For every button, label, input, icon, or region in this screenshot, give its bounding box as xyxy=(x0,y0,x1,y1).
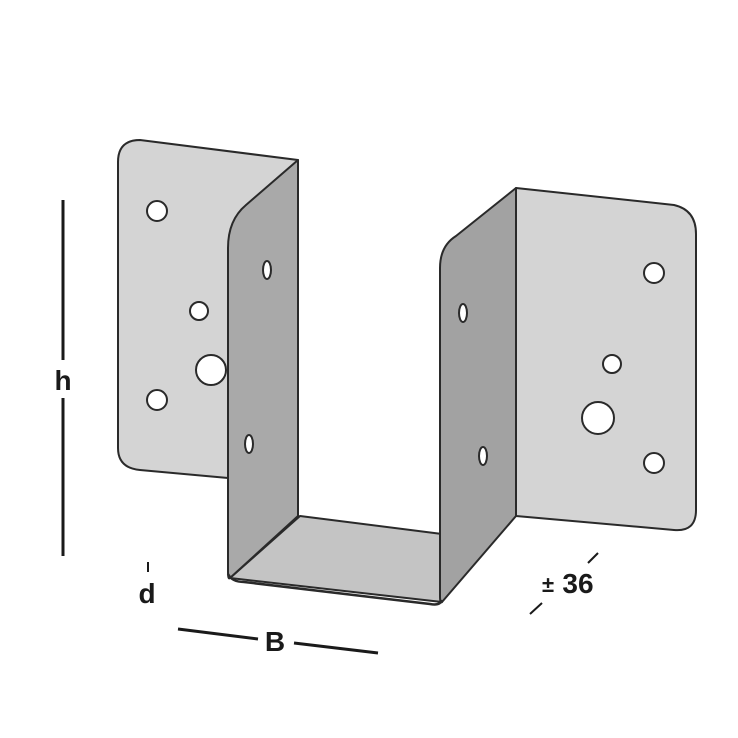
right-side-wall xyxy=(439,187,517,604)
left-flange-hole-2 xyxy=(189,301,209,321)
right-flange-hole-2 xyxy=(602,354,622,374)
width-dimension-line-left xyxy=(177,627,259,641)
right-flange-hole-1 xyxy=(643,262,665,284)
left-flange-hole-3 xyxy=(195,354,227,386)
depth-label: d xyxy=(138,578,155,609)
right-wall-slot-2 xyxy=(478,446,488,466)
tolerance-tick-bottom xyxy=(529,602,543,615)
left-flange-hole-4 xyxy=(146,389,168,411)
left-flange-hole-1 xyxy=(146,200,168,222)
right-flange-hole-4 xyxy=(643,452,665,474)
left-wall-slot-1 xyxy=(262,260,272,280)
tolerance-sign: ± xyxy=(542,572,554,597)
height-label: h xyxy=(54,365,71,396)
left-wall-slot-2 xyxy=(244,434,254,454)
left-side-wall xyxy=(227,159,299,580)
right-flange-hole-3 xyxy=(581,401,615,435)
width-label: B xyxy=(265,626,285,657)
seat-front-edge xyxy=(226,573,444,606)
right-wall-slot-1 xyxy=(458,303,468,323)
tolerance-tick-top xyxy=(587,552,599,564)
width-dimension-line-right xyxy=(293,641,379,655)
tolerance-value: 36 xyxy=(562,568,593,599)
